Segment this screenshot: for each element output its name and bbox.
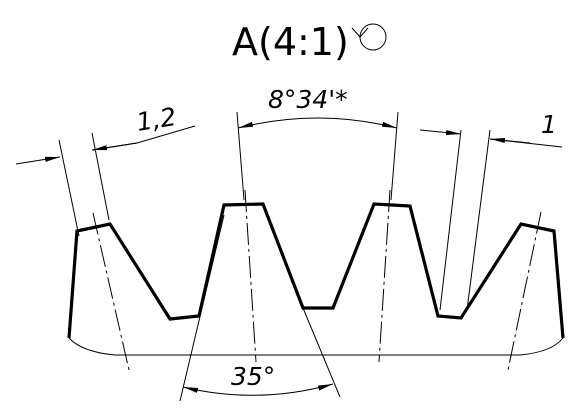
dim-arc-top — [237, 117, 398, 129]
rotation-icon — [351, 23, 387, 51]
dim-text-bottom-angle: 35° — [231, 362, 275, 391]
center-line — [244, 189, 257, 363]
dim-arc-bottom — [182, 383, 334, 396]
dim-text-right-width: 1 — [541, 110, 557, 139]
center-line — [378, 189, 391, 363]
extension-line — [302, 307, 341, 398]
center-line — [92, 212, 130, 371]
tooth-profile-outline — [67, 202, 565, 339]
center-line — [507, 211, 542, 371]
dim-line-left — [15, 156, 61, 165]
extension-line — [91, 132, 110, 221]
dim-line-right-shelf — [489, 138, 563, 148]
dim-line-left-shelf — [136, 125, 196, 144]
extension-line — [236, 111, 245, 201]
extension-line — [390, 111, 399, 201]
view-label: A(4:1) — [232, 20, 349, 64]
dim-text-top-angle: 8°34'* — [268, 85, 348, 114]
dim-line-right — [419, 129, 462, 136]
dim-line-left-leader — [91, 142, 138, 151]
extension-line — [466, 129, 491, 311]
extension-line — [58, 139, 80, 237]
base-arc-line — [68, 337, 564, 356]
extension-line — [439, 129, 462, 311]
dim-text-left-width: 1,2 — [134, 102, 178, 137]
extension-line — [179, 214, 225, 402]
